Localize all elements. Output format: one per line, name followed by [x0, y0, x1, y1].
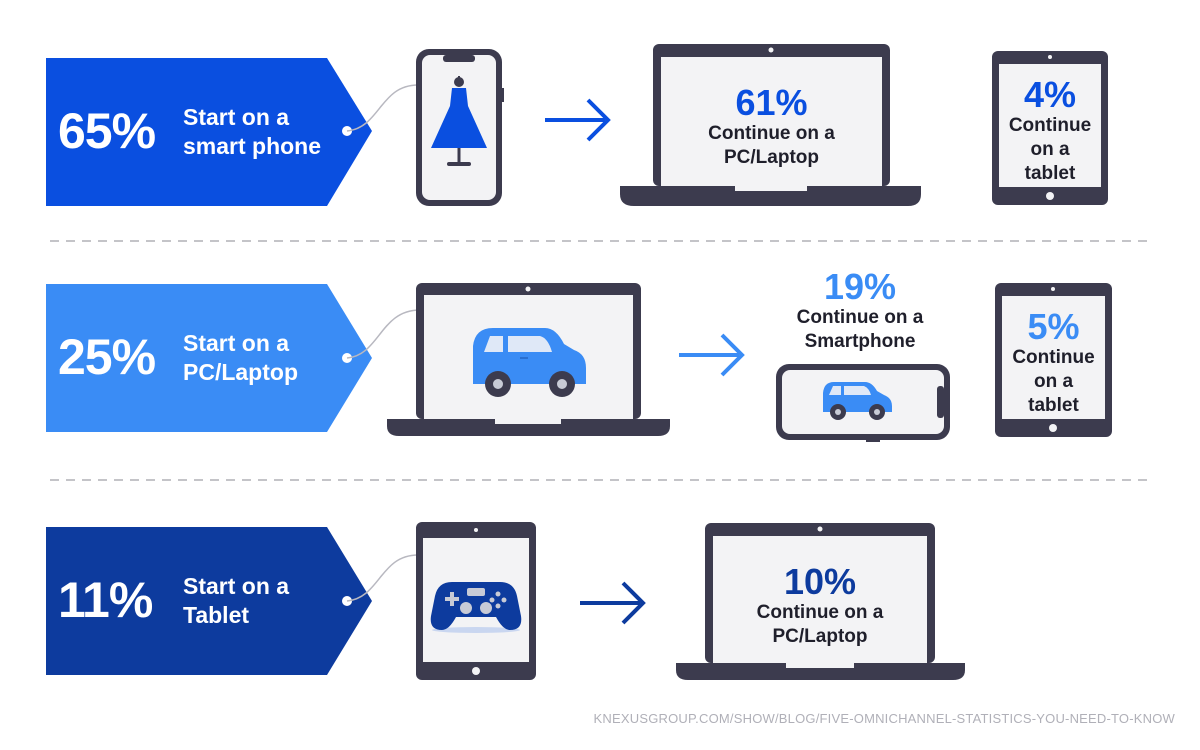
row3-primary: 10% Continue on a PC/Laptop	[713, 563, 927, 649]
row2-primary-percent: 19%	[823, 266, 897, 307]
row2-primary-label-line2: Smartphone	[804, 331, 916, 352]
row1-tablet-icon	[992, 51, 1108, 205]
row3-laptop-icon	[676, 523, 965, 680]
row2-secondary-percent: 5%	[1027, 306, 1080, 347]
row1-secondary-percent: 4%	[1023, 74, 1077, 115]
row3-tag-string	[346, 554, 419, 602]
row2-start-label-line1: Start on a	[183, 330, 290, 356]
row1-secondary-label-line1: Continue	[1008, 115, 1092, 136]
row2-secondary-label-line2: on a	[1033, 371, 1074, 392]
row3-start-label-line1: Start on a	[183, 573, 290, 599]
row2-tag-string	[346, 309, 421, 359]
row1-price-tag	[46, 58, 372, 206]
row1-primary-percent: 61%	[735, 82, 808, 123]
row2-tablet-icon	[995, 283, 1112, 437]
row2-secondary-label-line1: Continue	[1012, 347, 1095, 368]
row3-primary-percent: 10%	[783, 561, 857, 602]
row3-price-tag	[46, 527, 372, 675]
row2-start-label-line2: PC/Laptop	[183, 359, 298, 385]
row1-primary: 61% Continue on a PC/Laptop	[661, 84, 882, 170]
row2-secondary-label-line3: tablet	[1028, 395, 1079, 416]
row3-primary-label-line2: PC/Laptop	[772, 626, 868, 647]
car-icon	[473, 328, 586, 397]
source-url: KNEXUSGROUP.COM/SHOW/BLOG/FIVE-OMNICHANN…	[593, 711, 1175, 726]
row1-arrow-icon	[545, 98, 611, 142]
row2-primary: 19% Continue on a Smartphone	[770, 268, 950, 354]
row1-laptop-icon	[620, 44, 921, 206]
row1-primary-label-line1: Continue on a	[708, 123, 835, 144]
row2-secondary: 5% Continue on a tablet	[1002, 308, 1105, 418]
row1-start-label-line2: smart phone	[183, 133, 322, 159]
row3-primary-label-line1: Continue on a	[756, 602, 884, 623]
row2-primary-label-line1: Continue on a	[796, 307, 924, 328]
row2-price-tag	[46, 284, 372, 432]
car-small-icon	[823, 382, 892, 420]
gamepad-icon	[430, 582, 522, 633]
row2-start-percent: 25%	[58, 329, 156, 385]
row1-secondary-label-line3: tablet	[1024, 163, 1076, 184]
row1-secondary-label-line2: on a	[1030, 139, 1070, 160]
row1-tag-string	[346, 84, 419, 132]
row3-start-label: Start on a Tablet	[183, 572, 289, 630]
row3-start-percent: 11%	[58, 572, 153, 628]
row3-arrow-icon	[580, 581, 646, 625]
row1-primary-label-line2: PC/Laptop	[724, 147, 819, 168]
row1-secondary: 4% Continue on a tablet	[999, 76, 1101, 186]
row1-start-percent: 65%	[58, 103, 156, 159]
row3-start-label-line2: Tablet	[183, 602, 250, 628]
row2-arrow-icon	[679, 333, 745, 377]
row2-start-label: Start on a PC/Laptop	[183, 329, 298, 387]
dress-icon	[431, 76, 487, 166]
row1-start-label: Start on a smart phone	[183, 103, 321, 161]
row1-start-label-line1: Start on a	[183, 104, 290, 130]
